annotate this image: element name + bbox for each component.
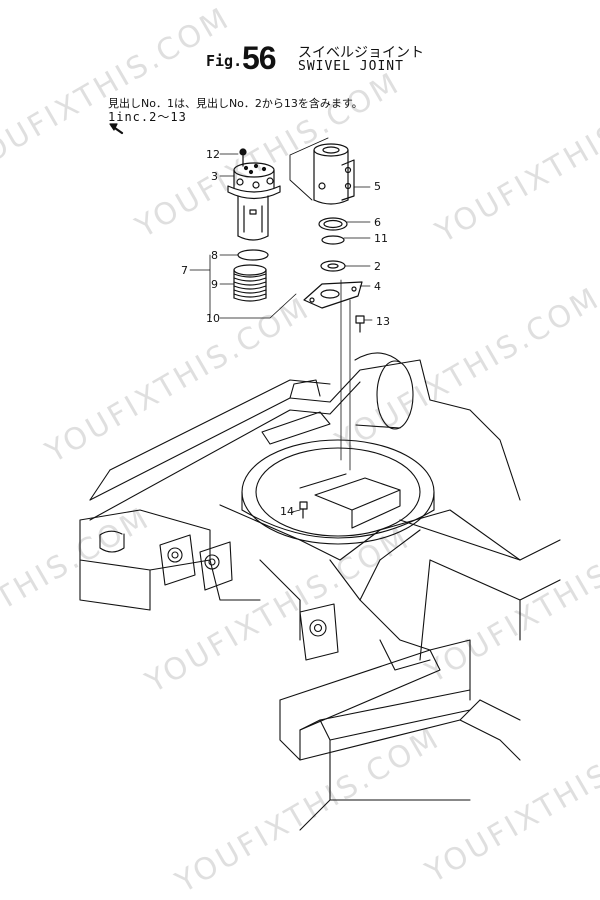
callout-11: 11: [374, 232, 388, 245]
bolt-14: [299, 501, 308, 519]
callout-12: 12: [206, 148, 220, 161]
callout-3: 3: [211, 170, 218, 183]
ring-6: [318, 217, 348, 231]
figure-number: 56: [242, 40, 277, 76]
callout-9: 9: [211, 278, 218, 291]
callout-6: 6: [374, 216, 381, 229]
exploded-view-drawing: 12 3 5 6 11 8 7 9 2 4 10 13 14: [79, 123, 561, 831]
callout-2: 2: [374, 260, 381, 273]
callout-10: 10: [206, 312, 220, 325]
title-japanese: スイベルジョイント: [298, 45, 424, 61]
bolt-13: [355, 315, 365, 333]
note-english: 1inc.2～13: [108, 110, 187, 124]
title-english: SWIVEL JOINT: [298, 59, 404, 74]
washer-2: [320, 260, 346, 272]
callout-7: 7: [181, 264, 188, 277]
callout-8: 8: [211, 249, 218, 262]
callout-4: 4: [374, 280, 381, 293]
callout-14: 14: [280, 505, 294, 518]
undercarriage-frame: [79, 352, 561, 831]
seal-stack-9: [233, 264, 267, 302]
note-japanese: 見出しNo．1は、見出しNo．2から13を含みます。: [108, 97, 363, 110]
callout-13: 13: [376, 315, 390, 328]
arrow-head-icon: [109, 123, 118, 131]
callout-5: 5: [374, 180, 381, 193]
o-ring-11: [321, 235, 345, 245]
o-ring-8: [237, 249, 269, 261]
rotor-housing-5: [313, 143, 355, 205]
figure-prefix: Fig.: [206, 52, 243, 70]
flange-plate-4: [303, 281, 363, 309]
swivel-joint-body: [227, 148, 281, 241]
